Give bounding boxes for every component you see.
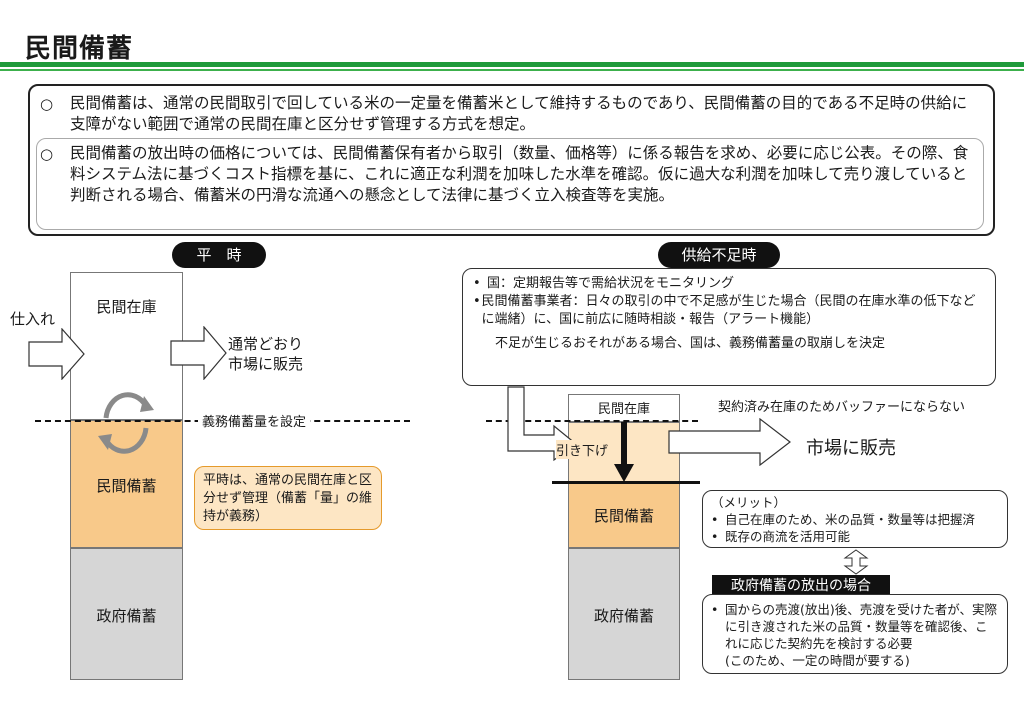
down-arrow-icon: [614, 422, 634, 482]
monitor-callout: •国：定期報告等で需給状況をモニタリング •民間備蓄事業者：日々の取引の中で不足…: [462, 268, 996, 386]
shortage-header: 供給不足時: [658, 242, 780, 268]
normal-time-header: 平 時: [172, 242, 266, 268]
right-gov-reserve-box: [568, 548, 680, 680]
intro-bullet-2-frame: [36, 138, 984, 230]
intro-box: [28, 84, 995, 236]
left-gov-reserve-box: [70, 548, 183, 680]
merit-item: •自己在庫のため、米の品質・数量等は把握済: [711, 512, 976, 527]
right-new-level-line: [552, 481, 700, 484]
left-private-reserve-label: 民間備蓄: [96, 477, 157, 495]
intro-bullet-2: 民間備蓄の放出時の価格については、民間備蓄保有者から取引（数量、価格等）に係る報…: [70, 144, 969, 204]
right-private-stock-box: [568, 394, 680, 422]
merit-item: •既存の商流を活用可能: [711, 529, 851, 544]
gov-release-item: •国からの売渡(放出)後、売渡を受けた者が、実際に引き渡された米の品質・数量等を…: [711, 602, 998, 651]
sell-arrow-icon: [170, 326, 227, 380]
merit-title: （メリット）: [711, 495, 787, 510]
monitor-tail: 不足が生じるおそれがある場合、国は、義務備蓄量の取崩しを決定: [495, 336, 886, 351]
sell-market-label: 市場に販売: [806, 438, 896, 459]
buffer-note: 契約済み在庫のためバッファーにならない: [718, 400, 966, 415]
right-gov-reserve-label: 政府備蓄: [593, 607, 654, 625]
left-gov-reserve-label: 政府備蓄: [96, 607, 157, 625]
monitor-item: •国：定期報告等で需給状況をモニタリング: [473, 276, 735, 291]
circle-bullet-icon: ○: [40, 145, 54, 163]
circle-bullet-icon: ○: [40, 95, 54, 113]
gov-release-callout: •国からの売渡(放出)後、売渡を受けた者が、実際に引き渡された米の品質・数量等を…: [702, 594, 1008, 674]
right-reserve-line: [486, 420, 698, 422]
right-private-stock-label: 民間在庫: [597, 402, 650, 417]
sell-normal-label: 通常どおり 市場に販売: [228, 335, 304, 373]
page-title: 民間備蓄: [25, 34, 134, 64]
gov-release-title: 政府備蓄の放出の場合: [712, 575, 890, 597]
right-private-reserve-label: 民間備蓄: [593, 507, 654, 525]
title-underline: [0, 62, 1024, 67]
gov-release-tail: (このため、一定の時間が要する): [725, 653, 910, 668]
monitor-item: •民間備蓄事業者：日々の取引の中で不足感が生じた場合（民間の在庫水準の低下などに…: [473, 294, 976, 327]
normal-time-note: 平時は、通常の民間在庫と区分せず管理（備蓄「量」の維持が義務）: [194, 466, 382, 530]
arrival-arrow-icon: [28, 328, 85, 380]
left-private-stock-label: 民間在庫: [96, 298, 157, 316]
rotation-icon: [98, 392, 154, 454]
arrival-label: 仕入れ: [10, 310, 56, 328]
intro-bullet-1: 民間備蓄は、通常の民間取引で回している米の一定量を備蓄米として維持するものであり…: [70, 94, 968, 133]
merit-callout: （メリット） •自己在庫のため、米の品質・数量等は把握済 •既存の商流を活用可能: [702, 490, 1008, 548]
reserve-line-label: 義務備蓄量を設定: [198, 411, 311, 430]
pulldown-label: 引き下げ: [556, 440, 609, 459]
compare-arrow-icon: [843, 549, 869, 575]
market-arrow-icon: [668, 418, 791, 466]
title-underline-thin: [0, 69, 1024, 71]
